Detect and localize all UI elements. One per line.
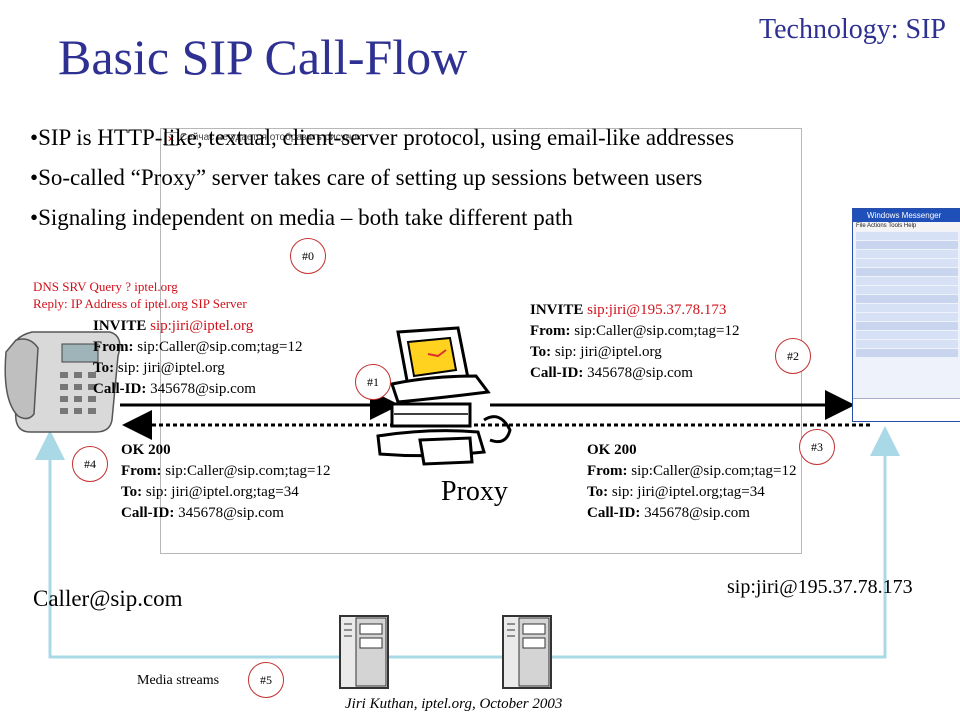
- msn-logo-icon: [853, 398, 960, 421]
- step-badge-2: #2: [775, 338, 811, 374]
- caller-label: Caller@sip.com: [33, 586, 183, 611]
- topic-tag: Technology: SIP: [758, 14, 946, 45]
- computer-clipart-icon: [376, 326, 512, 466]
- bullet-item: SIP is HTTP-like, textual, client-server…: [30, 118, 734, 158]
- callee-label: sip:jiri@195.37.78.173: [727, 576, 913, 598]
- media-streams-label: Media streams: [137, 673, 220, 688]
- step-badge-1: #1: [355, 364, 391, 400]
- dns-note: DNS SRV Query ? iptel.org Reply: IP Addr…: [33, 279, 247, 311]
- server-tower-icon: [502, 615, 552, 689]
- bullet-item: Signaling independent on media – both ta…: [30, 198, 734, 238]
- invite-message-1: INVITE sip:jiri@iptel.org From: sip:Call…: [93, 318, 303, 397]
- ok-message-1: OK 200 From: sip:Caller@sip.com;tag=12 T…: [121, 442, 331, 521]
- invite-message-2: INVITE sip:jiri@195.37.78.173 From: sip:…: [530, 302, 740, 381]
- bullet-item: So-called “Proxy” server takes care of s…: [30, 158, 734, 198]
- step-badge-5: #5: [248, 662, 284, 698]
- step-badge-3: #3: [799, 429, 835, 465]
- bullet-list: SIP is HTTP-like, textual, client-server…: [30, 118, 734, 238]
- server-tower-icon: [339, 615, 389, 689]
- messenger-title: Windows Messenger: [853, 209, 960, 222]
- step-badge-4: #4: [72, 446, 108, 482]
- messenger-window: Windows Messenger File Actions Tools Hel…: [852, 208, 960, 422]
- desk-phone-icon: [4, 331, 121, 433]
- step-badge-0: #0: [290, 238, 326, 274]
- ok-message-2: OK 200 From: sip:Caller@sip.com;tag=12 T…: [587, 442, 797, 521]
- slide-title: Basic SIP Call-Flow: [58, 29, 468, 85]
- footer-credit: Jiri Kuthan, iptel.org, October 2003: [345, 696, 563, 712]
- messenger-menu: File Actions Tools Help: [853, 222, 960, 231]
- proxy-label: Proxy: [441, 476, 508, 507]
